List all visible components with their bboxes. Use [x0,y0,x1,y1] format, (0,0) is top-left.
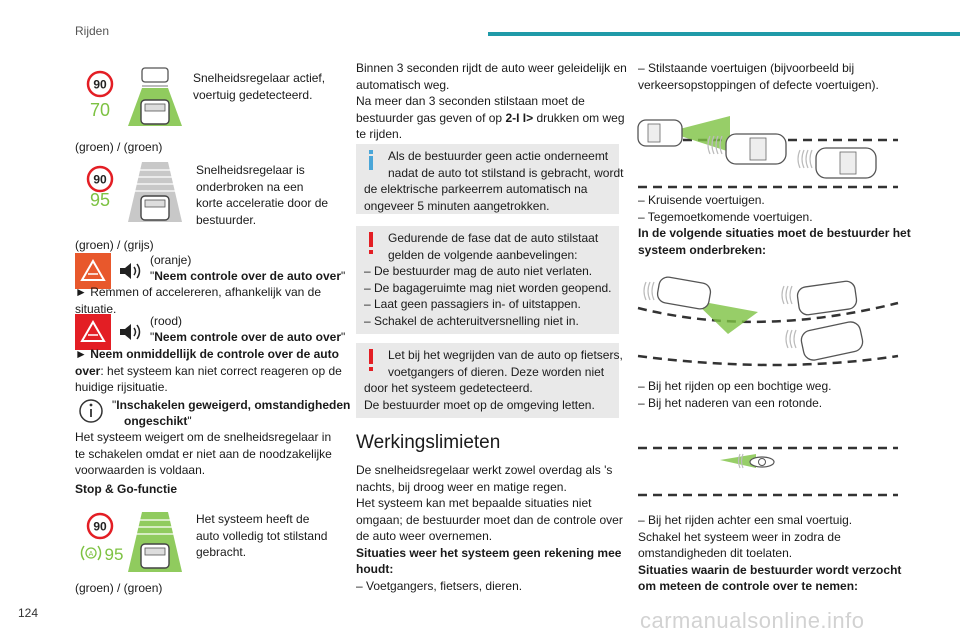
crossing-vehicles-text: – Kruisende voertuigen.– Tegemoetkomende… [638,193,911,257]
red-message: "Neem controle over de auto over" [150,330,346,344]
svg-text:70: 70 [90,100,110,120]
watermark: carmanualsonline.info [640,608,865,633]
red-label: (rood) [150,314,183,328]
warning-box-2-text: Let bij het wegrijden van de auto op fie… [364,348,623,412]
svg-text:90: 90 [93,520,107,534]
speed-limit-auto-icon: 90 A 95 [80,512,123,564]
accent-bar [488,32,960,36]
instruction-2: ► Neem onmiddellijk de controle over de … [75,347,342,394]
speaker-icon [113,253,149,289]
curve-text: – Bij het rijden op een bochtige weg.– B… [638,379,832,410]
stopgo-title: Stop & Go-functie [75,482,177,496]
warning-exclamation-icon [369,349,373,371]
svg-text:90: 90 [93,78,107,92]
curved-road-illustration [637,276,899,367]
warning-box-1 [356,226,619,334]
warning-box-2 [356,343,619,418]
refusal-message: "Inschakelen geweigerd, omstandigheden [112,398,351,412]
info-box [356,144,619,214]
svg-text:90: 90 [93,173,107,187]
svg-text:A: A [89,551,94,558]
section-header: Rijden [75,24,110,38]
stationary-vehicles-illustration [637,116,898,189]
instruction-1: ► Remmen of accelereren, afhankelijk van… [75,285,321,316]
restart-paragraph: Binnen 3 seconden rijdt de auto weer gel… [356,61,627,141]
speed-limit-icon: 90 95 [86,165,114,210]
narrow-vehicle-illustration [638,446,898,497]
speaker-icon [113,314,149,350]
info-i-icon [369,150,373,170]
orange-message: "Neem controle over de auto over" [150,269,346,283]
car-grey-road-icon [128,162,182,222]
status-text-1: Snelheidsregelaar actief,voertuig gedete… [193,71,326,102]
car-detected-icon [128,67,182,126]
car-stopped-icon [128,512,182,572]
narrow-vehicle-text: – Bij het rijden achter een smal voertui… [638,513,902,593]
refusal-message-2: ongeschikt" [124,414,192,428]
info-icon [76,396,106,426]
limits-paragraph: De snelheidsregelaar werkt zowel overdag… [356,463,623,593]
caption-3: (groen) / (groen) [75,581,163,595]
warning-box-1-text: Gedurende de fase dat de auto stilstaat … [364,231,612,328]
orange-label: (oranje) [150,253,192,267]
caption-1: (groen) / (groen) [75,140,163,154]
speed-limit-icon: 90 70 [86,70,114,120]
warning-exclamation-icon [369,232,373,254]
svg-text:95: 95 [105,545,124,564]
orange-alert-icon [75,253,111,289]
section-title: Werkingslimieten [356,432,501,453]
caption-2: (groen) / (grijs) [75,238,154,252]
page-number: 124 [18,606,39,620]
red-alert-icon [75,314,111,350]
info-box-text: Als de bestuurder geen actie onderneemt … [364,149,624,213]
refusal-text: Het systeem weigert om de snelheidsregel… [75,430,332,477]
stationary-vehicles-text: – Stilstaande voertuigen (bijvoorbeeld b… [638,61,879,92]
svg-text:95: 95 [90,190,110,210]
